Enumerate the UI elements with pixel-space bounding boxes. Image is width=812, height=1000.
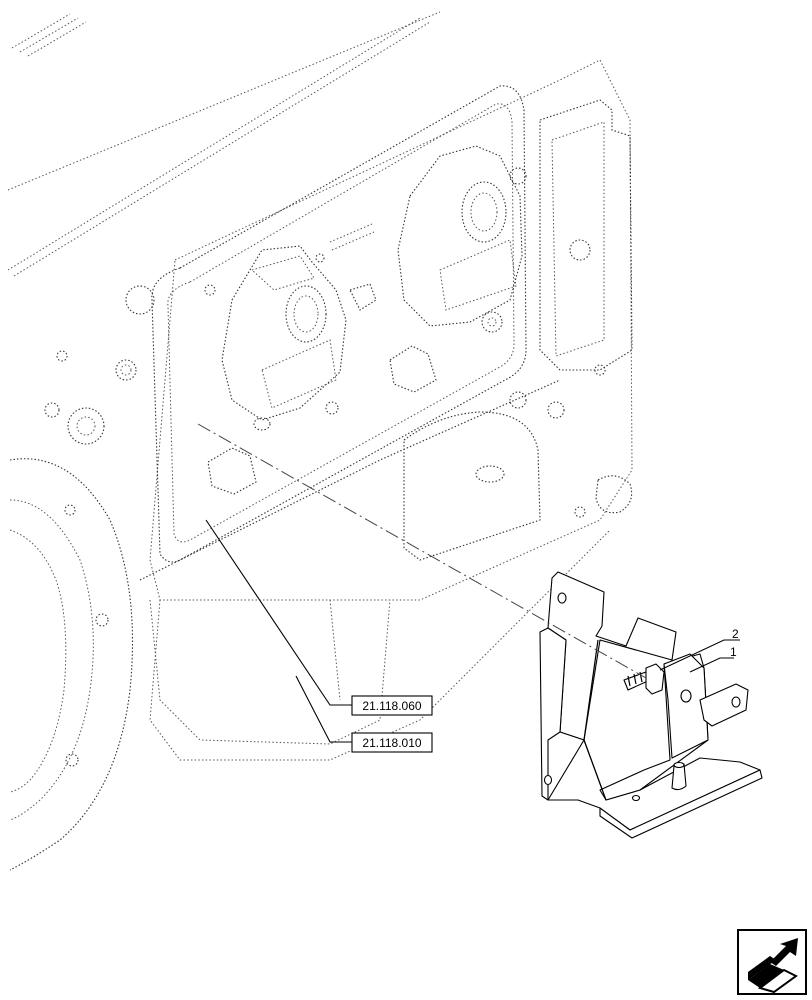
next-page-arrow-icon[interactable] — [737, 929, 807, 995]
leader-item-2 — [659, 639, 740, 671]
reference-link-upper[interactable]: 21.118.060 — [351, 695, 433, 716]
side-frame-bolts — [44, 167, 606, 518]
leader-item-1 — [689, 657, 734, 673]
reference-link-lower[interactable]: 21.118.010 — [351, 732, 433, 753]
bolt-icon — [623, 663, 665, 695]
left-injector-housing — [221, 245, 347, 431]
base-stud — [671, 761, 687, 791]
leader-ref-lower — [295, 675, 352, 743]
leader-ref-upper — [205, 519, 352, 706]
callout-item-1: 1 — [730, 645, 737, 659]
ref-upper-text: 21.118.060 — [362, 699, 421, 713]
callout-item-2: 2 — [732, 627, 739, 641]
flywheel-housing — [9, 458, 133, 871]
assembly-centerline — [197, 423, 647, 679]
top-strip-outline — [7, 11, 441, 277]
engine-block-icon — [7, 11, 633, 871]
right-injector-housing — [397, 145, 523, 333]
mounting-bracket-icon — [539, 571, 763, 839]
front-cover-plate — [151, 85, 527, 563]
ref-lower-text: 21.118.010 — [362, 736, 421, 750]
